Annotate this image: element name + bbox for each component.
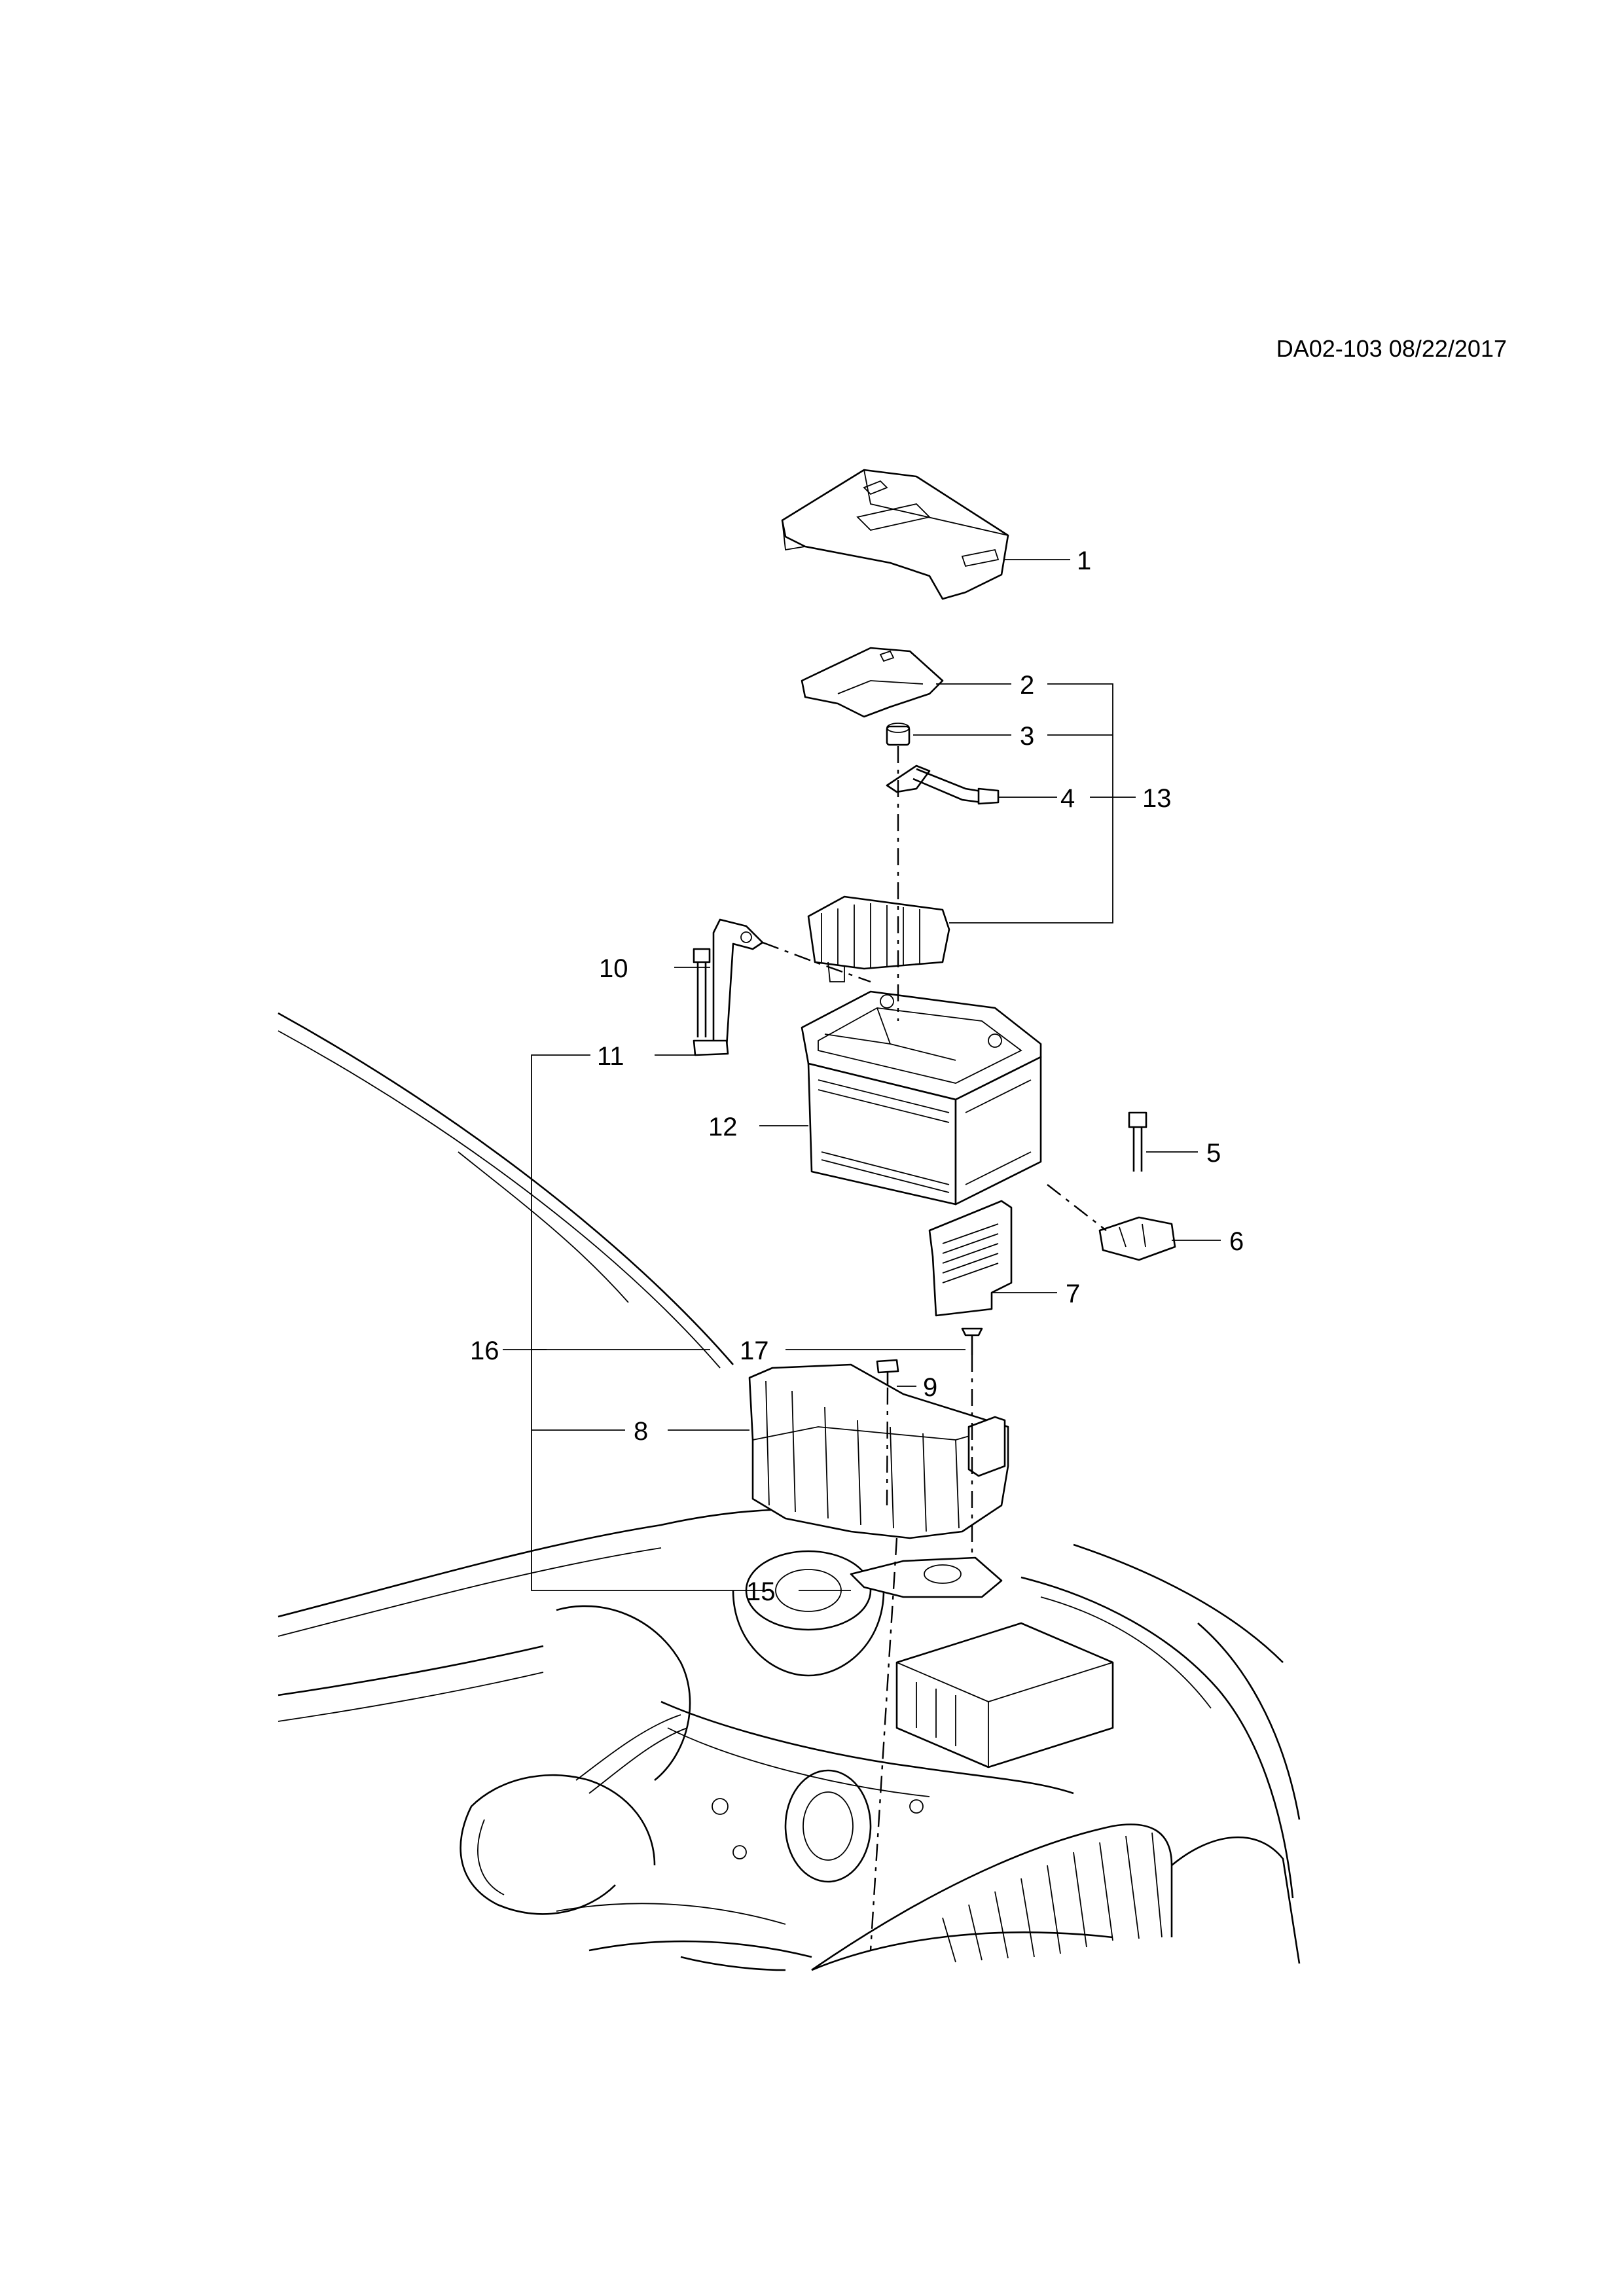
callout-11: 11 [597, 1042, 624, 1071]
part-11-bracket [693, 918, 764, 1056]
callout-6: 6 [1229, 1227, 1244, 1256]
part-17-screw [961, 1327, 983, 1355]
diagram-code: DA02-103 08/22/2017 [1276, 335, 1507, 362]
part-6-clamp [1098, 1216, 1176, 1261]
callout-13: 13 [1142, 784, 1172, 813]
callout-4: 4 [1060, 784, 1075, 813]
callout-8: 8 [634, 1417, 648, 1446]
callout-17: 17 [740, 1336, 769, 1365]
part-12-battery [801, 990, 1042, 1206]
part-7-heat-shield [928, 1200, 1013, 1317]
part-2-terminal-cover [801, 647, 944, 718]
callout-3: 3 [1020, 722, 1034, 751]
part-4-cable [886, 764, 1000, 805]
callout-2: 2 [1020, 671, 1034, 700]
part-15-support-plate [850, 1556, 1003, 1598]
callout-7: 7 [1066, 1280, 1080, 1308]
part-5-bolt [1128, 1111, 1147, 1172]
callout-1: 1 [1077, 547, 1091, 575]
leader-lines [503, 559, 1221, 1591]
part-3-nut [886, 723, 911, 746]
part-9-bolt [876, 1359, 899, 1388]
part-13-terminal-block [807, 895, 950, 982]
callout-9: 9 [923, 1373, 937, 1402]
callout-5: 5 [1206, 1139, 1221, 1168]
callout-labels: 1 2 3 4 5 6 7 8 9 10 11 12 13 15 16 17 [470, 547, 1244, 1606]
part-8-battery-tray [748, 1363, 1009, 1539]
part-1-battery-cover [781, 469, 1009, 600]
callout-12: 12 [708, 1113, 738, 1141]
callout-16: 16 [470, 1336, 499, 1365]
alignment-lines [762, 746, 1107, 1951]
callout-15: 15 [746, 1577, 776, 1606]
callout-10: 10 [599, 954, 628, 983]
part-10-bolt [693, 948, 711, 1037]
